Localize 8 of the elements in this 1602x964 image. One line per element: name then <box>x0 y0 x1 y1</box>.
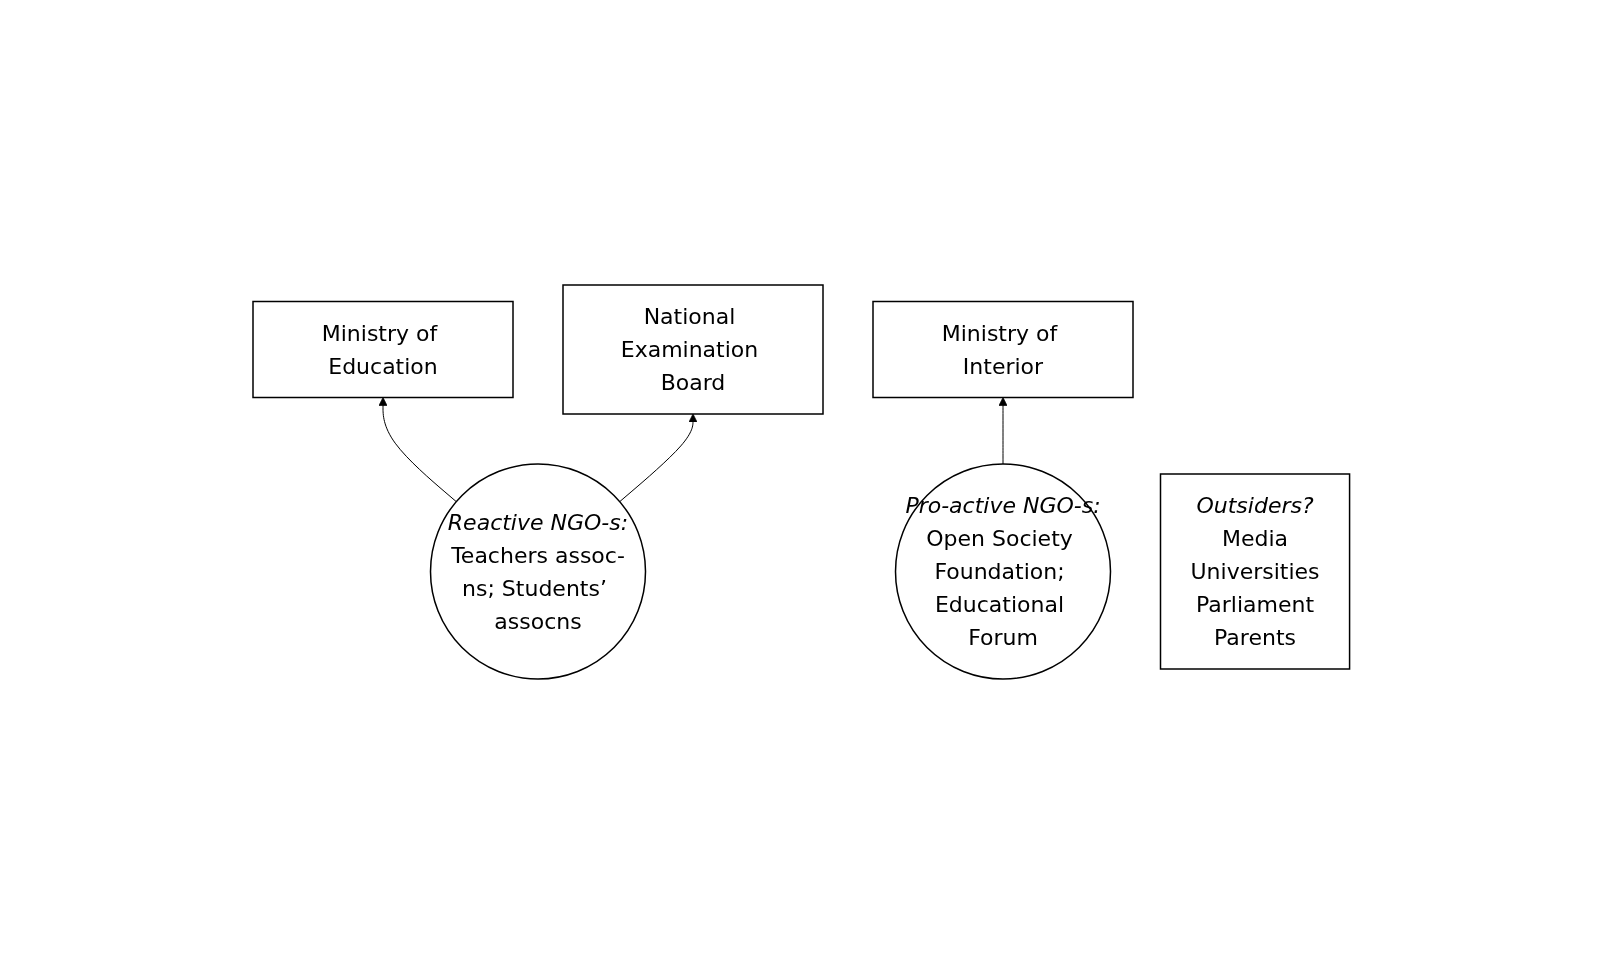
node-box: Ministry of Interior <box>871 300 1134 399</box>
node-box: National Examination Board <box>561 284 824 415</box>
node-box: Ministry of Education <box>251 300 514 399</box>
node-box: Outsiders? Media Universities Parliament Parents <box>1159 473 1351 670</box>
arrow <box>998 397 1008 465</box>
arrow <box>618 413 698 503</box>
arrow <box>378 397 457 503</box>
node-circle: Reactive NGO-s: Teachers assoc-ns; Students’ assocns <box>429 463 646 680</box>
